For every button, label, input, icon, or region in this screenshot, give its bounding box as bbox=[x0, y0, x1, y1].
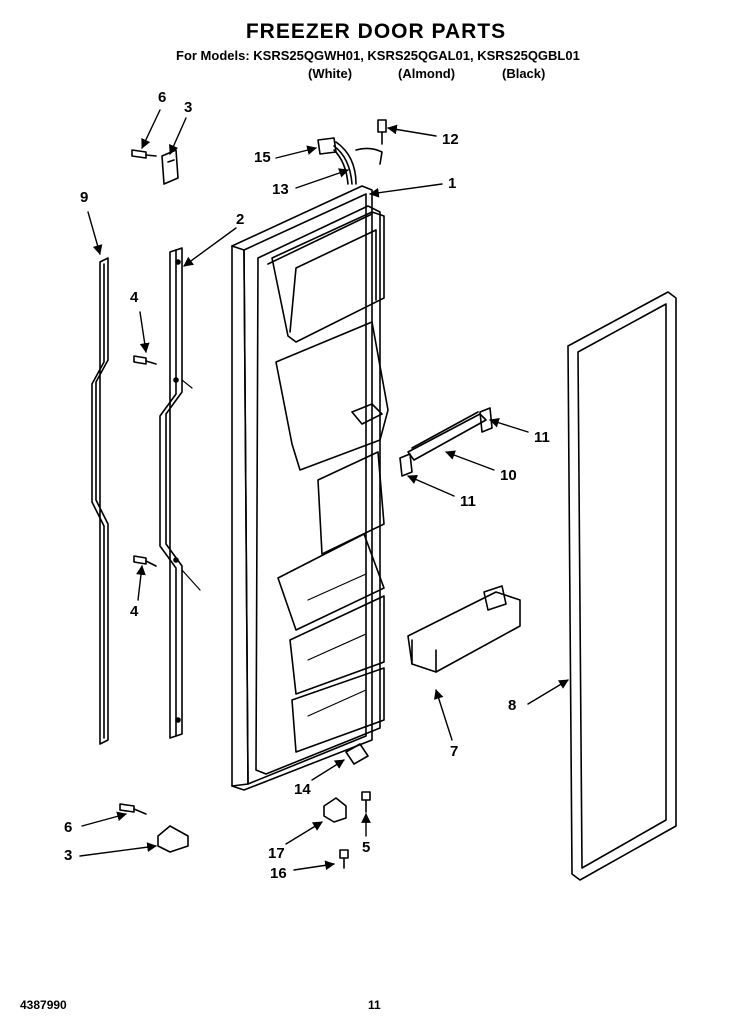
callout-11-lower: 11 bbox=[460, 493, 476, 510]
callout-3-bottom: 3 bbox=[64, 847, 73, 864]
variant-white: (White) bbox=[308, 66, 353, 81]
slide-cover-part bbox=[399, 407, 493, 477]
screw-part bbox=[119, 149, 157, 815]
callout-12: 12 bbox=[442, 131, 459, 148]
door-bin-part bbox=[407, 585, 521, 673]
callout-11-upper: 11 bbox=[534, 429, 550, 446]
outer-door-panel-part bbox=[231, 185, 373, 791]
callout-9: 9 bbox=[80, 189, 89, 206]
document-number: 4387990 bbox=[20, 998, 67, 1012]
hinge-bracket-part bbox=[157, 149, 189, 853]
variant-black: (Black) bbox=[502, 66, 546, 81]
callout-leaders bbox=[79, 109, 569, 871]
gasket-frame-part bbox=[567, 291, 677, 881]
callout-17: 17 bbox=[268, 845, 285, 862]
wire-harness-part bbox=[317, 119, 387, 185]
variant-almond: (Almond) bbox=[398, 66, 456, 81]
page-title: FREEZER DOOR PARTS bbox=[245, 20, 507, 43]
callout-10: 10 bbox=[500, 467, 517, 484]
callout-2: 2 bbox=[236, 211, 245, 228]
callout-1: 1 bbox=[448, 175, 457, 192]
callout-13: 13 bbox=[272, 181, 289, 198]
callout-16: 16 bbox=[270, 865, 287, 882]
bottom-hinge-part bbox=[323, 743, 371, 869]
callout-6-bottom: 6 bbox=[64, 819, 73, 836]
page-number: 11 bbox=[368, 998, 381, 1012]
callout-4-upper: 4 bbox=[130, 289, 139, 306]
inner-door-liner-part bbox=[255, 205, 389, 775]
callout-4-lower: 4 bbox=[130, 603, 139, 620]
models-line: For Models: KSRS25QGWH01, KSRS25QGAL01, … bbox=[176, 48, 580, 63]
callout-14: 14 bbox=[294, 781, 311, 798]
callout-7: 7 bbox=[450, 743, 459, 760]
callout-15: 15 bbox=[254, 149, 271, 166]
callout-5: 5 bbox=[362, 839, 371, 856]
door-gasket-part bbox=[91, 257, 109, 745]
door-trim-part bbox=[159, 247, 201, 739]
callout-3-top: 3 bbox=[184, 99, 193, 116]
callout-6-top: 6 bbox=[158, 89, 167, 106]
callout-8: 8 bbox=[508, 697, 517, 714]
